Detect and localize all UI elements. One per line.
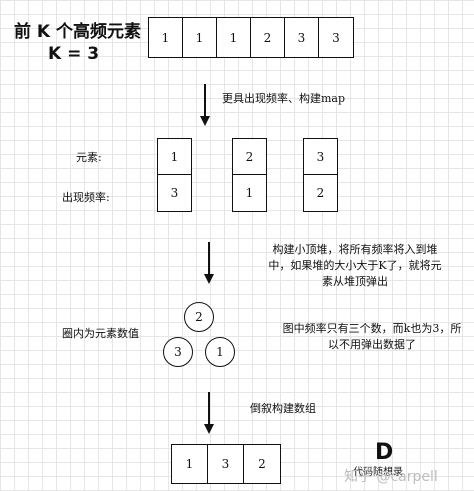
heap-node-top: 2 [184,302,214,332]
frequency-row-label: 出现频率: [62,191,110,204]
map-element: 2 [233,139,266,175]
step2-note-line: 素从堆顶弹出 [322,275,388,288]
input-cell: 2 [251,18,285,57]
step2-note-line: 中，如果堆的大小大于K了，就将元 [268,259,442,272]
watermark-logo-icon: D [375,440,394,465]
heap-note-line: 图中频率只有三个数，而k也为3，所 [282,322,462,335]
heap-note: 图中频率只有三个数，而k也为3，所 以不用弹出数据了 [278,321,466,353]
input-cell: 3 [332,30,340,45]
input-array: 1 1 1 2 3 3 [148,17,354,58]
heap-node-left: 3 [163,337,193,367]
map-entry: 2 1 [232,138,267,212]
step2-note: 构建小顶堆，将所有频率将入到堆 中，如果堆的大小大于K了，就将元 素从堆顶弹出 [255,242,455,290]
result-cell: 2 [258,457,266,471]
map-entry: 1 3 [157,138,192,212]
watermark-credit: 知乎 @carpell [344,469,438,485]
map-element: 3 [304,139,337,175]
map-frequency: 1 [245,186,254,200]
heap-note-line: 以不用弹出数据了 [328,338,416,351]
title-line-1: 前 K 个高频元素 [14,22,142,42]
step1-label: 更具出现频率、构建map [222,92,346,105]
element-row-label: 元素: [76,151,102,164]
watermark-logo-text: 代码随想录 [353,467,403,478]
input-cell: 1 [149,18,183,57]
heap-node-right: 1 [205,337,235,367]
title-line-2: K = 3 [48,44,100,64]
input-cell: 3 [285,18,319,57]
map-frequency: 3 [170,186,179,200]
result-cell: 3 [208,445,244,483]
heap-label: 圈内为元素数值 [62,327,139,340]
result-array: 1 3 2 [171,444,281,484]
result-cell: 1 [172,445,208,483]
input-cell: 1 [217,18,251,57]
input-cell: 1 [183,18,217,57]
map-entry: 3 2 [303,138,338,212]
map-element: 1 [158,139,191,175]
map-frequency: 2 [316,186,325,200]
step3-label: 倒叙构建数组 [250,402,316,415]
step2-note-line: 构建小顶堆，将所有频率将入到堆 [272,243,438,256]
